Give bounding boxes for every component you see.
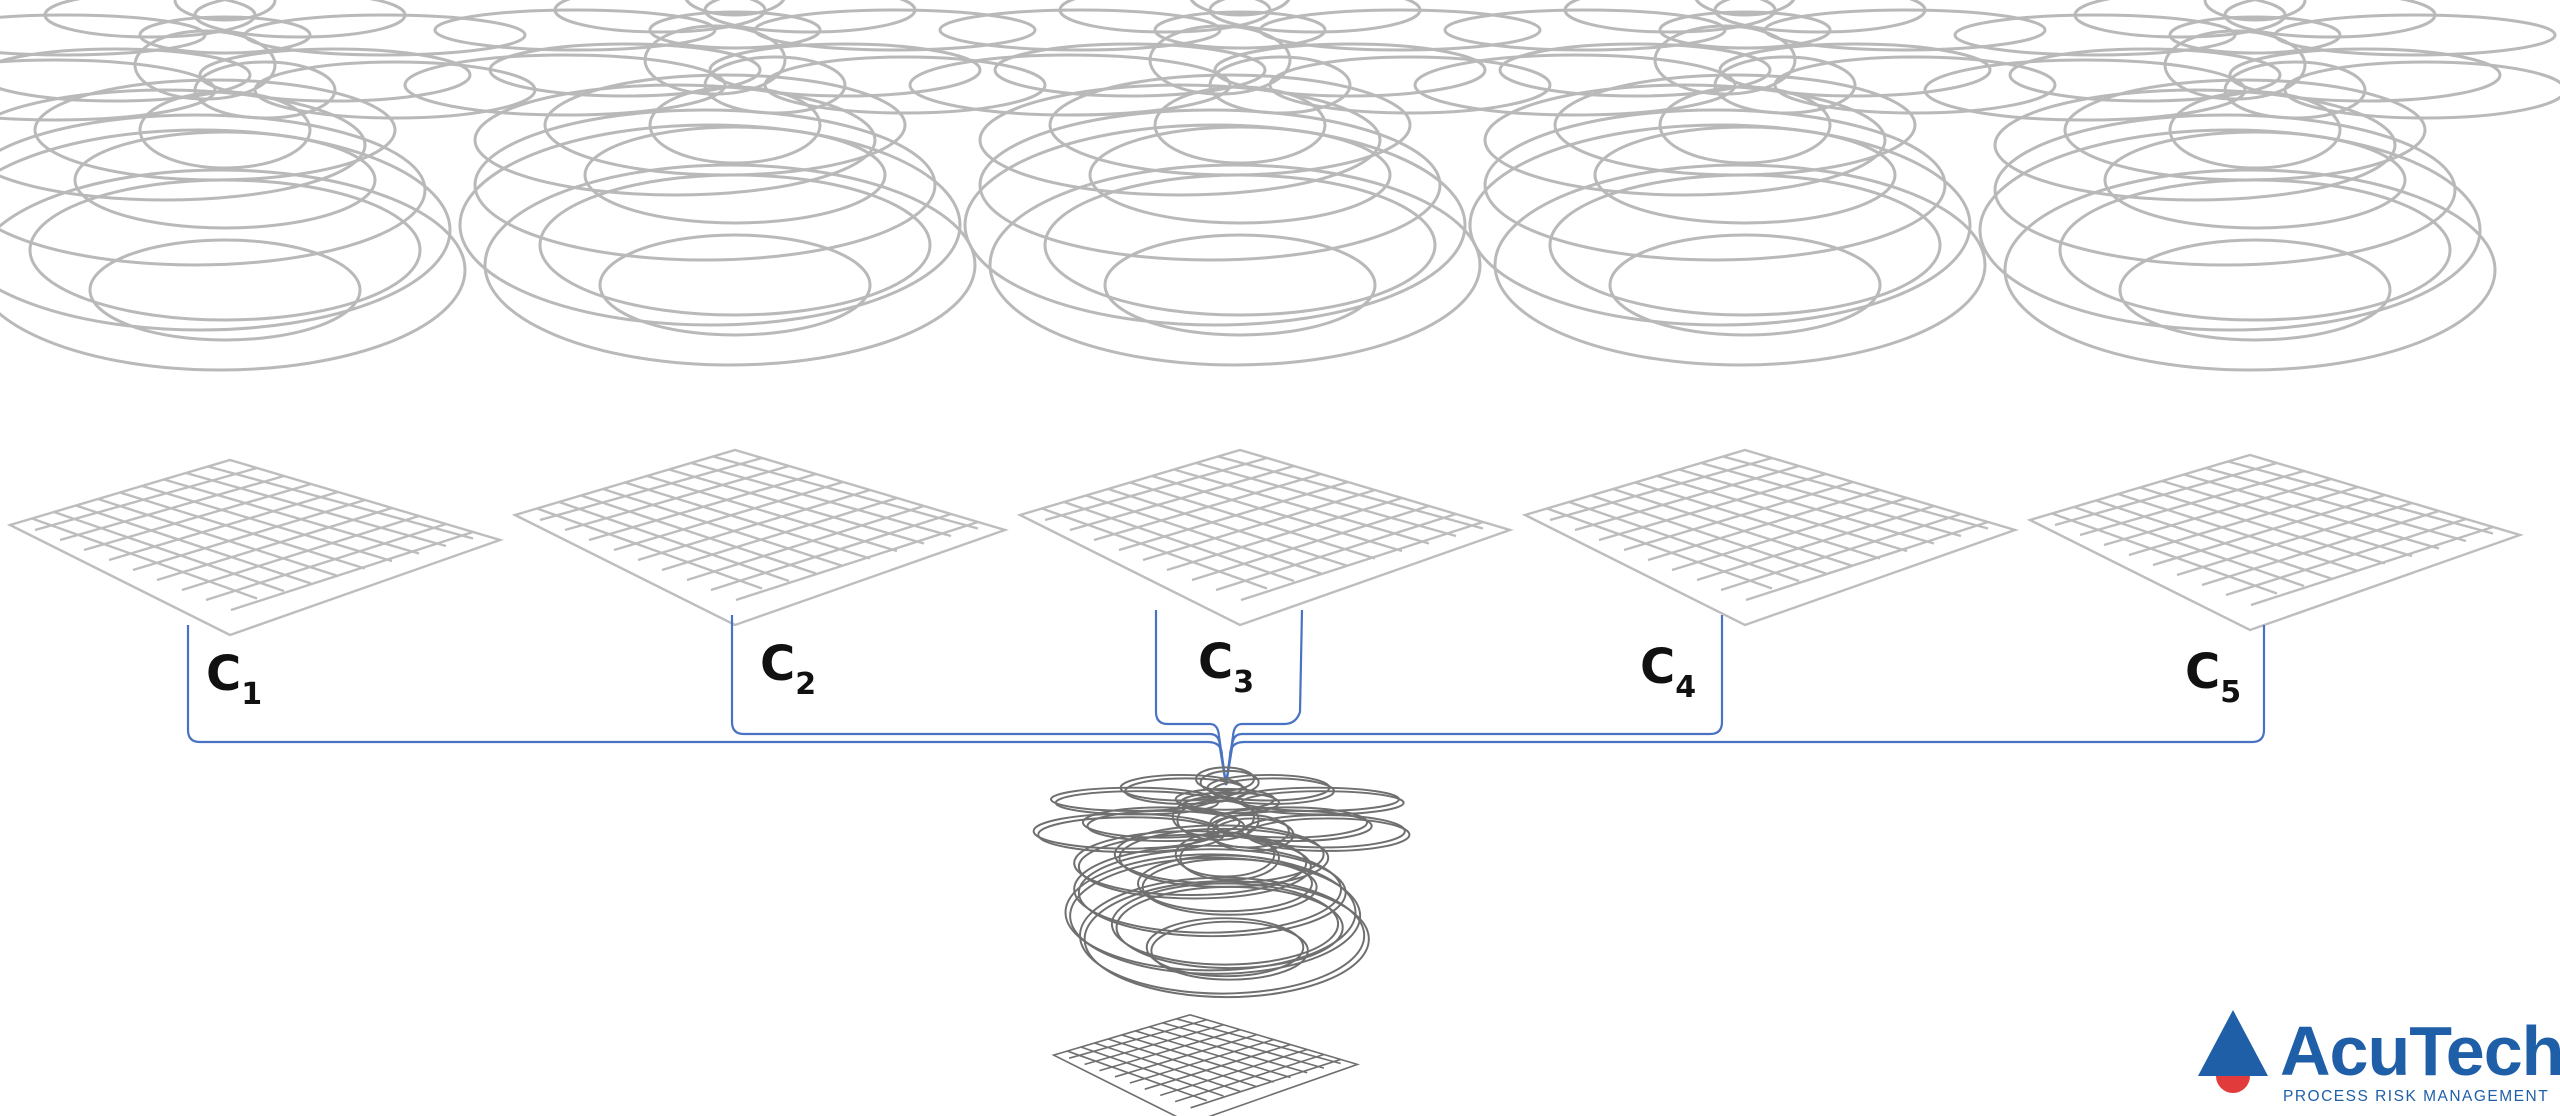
- aggregated-ground-grid: [1052, 1013, 1359, 1116]
- scenario-4: C4: [1413, 0, 2057, 705]
- ground-grid-2: [513, 448, 1007, 627]
- acutech-logo-wordmark: AcuTech: [2280, 1012, 2560, 1090]
- ground-grid-1: [8, 458, 502, 637]
- ground-grid-4: [1523, 448, 2017, 627]
- scenario-2: C2: [403, 0, 1047, 702]
- aggregated-result: [1032, 766, 1411, 1116]
- aggregated-plume-contours: [1032, 766, 1411, 999]
- acutech-logo-tagline: PROCESS RISK MANAGEMENT: [2283, 1088, 2549, 1105]
- scenario-5: C5: [1923, 0, 2560, 710]
- scenario-3: C3: [908, 0, 1552, 700]
- plume-contours-2: [403, 0, 1047, 367]
- aggregation-brackets: [186, 609, 2266, 786]
- scenario-label-2: C2: [760, 636, 816, 702]
- acutech-logo: AcuTech PROCESS RISK MANAGEMENT: [2198, 1010, 2560, 1105]
- acutech-logo-mark: [2198, 1010, 2268, 1093]
- bracket-c3: [1154, 609, 1304, 786]
- scenario-label-3: C3: [1198, 634, 1254, 700]
- ground-grid-5: [2028, 453, 2522, 632]
- plume-contours-3: [908, 0, 1552, 367]
- plume-contours-5: [1923, 0, 2560, 372]
- scenario-label-5: C5: [2185, 644, 2241, 710]
- ground-grid-3: [1018, 448, 1512, 627]
- plume-contours-4: [1413, 0, 2057, 367]
- scenario-1: C1: [0, 0, 537, 712]
- plume-contours-1: [0, 0, 537, 372]
- scenario-label-1: C1: [206, 646, 262, 712]
- scenario-label-4: C4: [1640, 639, 1696, 705]
